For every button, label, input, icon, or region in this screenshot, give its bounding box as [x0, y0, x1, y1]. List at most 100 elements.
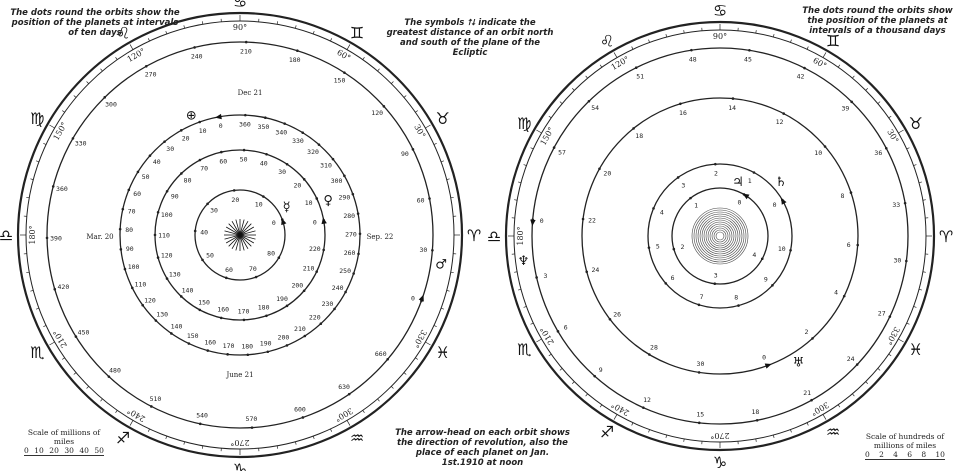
right-outer-circle	[504, 20, 936, 452]
sun-ray	[228, 234, 241, 247]
right-orbit-dot	[823, 145, 827, 148]
left-orbit-dot	[244, 40, 248, 44]
right-degree-tick	[888, 353, 892, 357]
right-degree-tick	[613, 414, 618, 420]
right-orbit-dot	[810, 398, 813, 402]
right-degree-tick	[898, 129, 904, 134]
left-orbit-dot	[103, 96, 107, 99]
left-orbit-dot	[301, 131, 305, 134]
scale-tick-label: 50	[94, 446, 104, 455]
right-degree-tick	[631, 422, 634, 426]
inner-orbits-cluster	[691, 207, 749, 265]
season-label-dec: Dec 21	[238, 89, 263, 97]
right-degree-tick	[648, 429, 650, 433]
left-orbit-dot	[303, 334, 307, 338]
right-degree-tick	[536, 338, 542, 343]
scale-tick-label: 4	[893, 450, 898, 459]
note-ecliptic-symbols: The symbols ⭡⭣ indicate the greatest dis…	[386, 18, 554, 58]
right-degree-tick	[790, 39, 792, 43]
left-degree-tick	[165, 30, 168, 35]
left-degree-tick	[446, 290, 450, 292]
right-orbit-day-label: 36	[874, 149, 882, 157]
left-orbit-dot	[179, 129, 183, 132]
left-orbit-day-label: 50	[142, 173, 150, 181]
right-zodiac-sign-icon: ♌	[600, 31, 614, 50]
inner-orbits-cluster	[701, 217, 739, 255]
left-orbit-dot	[319, 322, 323, 326]
right-orbit-day-label: 5	[656, 243, 660, 251]
left-orbit-day-label: 600	[294, 405, 306, 413]
left-orbit-day-label: 140	[182, 286, 194, 294]
left-degree-tick	[312, 30, 315, 35]
right-orbit-day-label: 0	[773, 201, 777, 209]
left-orbit-day-label: 570	[246, 415, 258, 423]
left-orbit-dot	[347, 392, 351, 396]
left-orbit-dot	[74, 335, 78, 338]
right-planet-symbol-jupiter-icon: ♃	[732, 175, 744, 190]
left-degree-tick	[115, 410, 118, 413]
left-degree-tick	[100, 68, 103, 72]
left-orbit-day-label: 210	[240, 48, 252, 56]
left-orbit-day-label: 0	[313, 218, 317, 226]
left-degree-tick	[433, 325, 437, 328]
left-orbit-dot	[382, 105, 386, 108]
left-zodiac-sign-icon: ♒	[350, 429, 364, 448]
left-orbit-day-label: 170	[238, 307, 250, 315]
right-degree-label: 150°	[539, 126, 556, 147]
left-degree-tick	[295, 25, 297, 29]
inner-orbits-cluster	[693, 209, 747, 263]
left-orbit-dot	[220, 150, 223, 154]
left-orbit-dot	[264, 116, 267, 120]
left-arrow-head-mercury	[281, 218, 287, 226]
inner-orbits-cluster	[713, 229, 727, 243]
right-orbit-dot	[714, 162, 717, 166]
right-orbit-dot	[789, 248, 792, 252]
left-orbit-dot	[265, 314, 268, 318]
left-orbit-dot	[107, 375, 111, 378]
left-degree-tick	[147, 428, 150, 432]
sun-ray	[231, 220, 241, 236]
right-zodiac-sign-icon: ♏	[517, 340, 531, 359]
left-orbit-dot	[141, 303, 144, 307]
right-orbit-day-label: 0	[738, 199, 742, 207]
left-orbit-dot	[331, 157, 335, 161]
left-orbit-day-label: 0	[411, 294, 415, 302]
left-orbit-day-label: 210	[303, 264, 315, 272]
left-orbit-dot	[165, 277, 169, 280]
left-orbit-dot	[285, 162, 289, 166]
left-degree-tick	[346, 420, 351, 426]
right-orbit-dot	[632, 127, 635, 130]
left-degree-tick	[276, 21, 279, 25]
right-degree-tick	[571, 87, 575, 91]
left-orbit-dot	[315, 270, 318, 273]
left-orbit-day-label: 540	[196, 412, 208, 420]
left-orbit-day-label: 40	[153, 158, 161, 166]
left-orbit-dot	[121, 207, 125, 211]
left-orbit-day-label: 660	[375, 350, 387, 358]
right-zodiac-sign-icon: ♉	[909, 114, 923, 133]
left-orbit-dot	[242, 318, 246, 322]
right-orbit-day-label: 8	[840, 192, 844, 200]
right-orbit-day-label: 1	[694, 202, 698, 210]
right-degree-tick	[865, 381, 869, 385]
right-orbit-dot	[803, 66, 806, 70]
right-orbit-day-label: 9	[599, 366, 603, 374]
left-orbit-day-label: 390	[50, 234, 62, 242]
left-degree-label: 240°	[126, 406, 147, 423]
season-label-sep: Sep. 22	[367, 233, 394, 241]
right-orbit-day-label: 33	[892, 201, 900, 209]
left-orbit-mars	[46, 41, 434, 429]
left-zodiac-sign-icon: ♊	[350, 23, 364, 42]
left-degree-tick	[450, 271, 454, 274]
left-orbit-day-label: 280	[343, 212, 355, 220]
left-orbit-day-label: 120	[161, 252, 173, 260]
sun-ray	[239, 220, 249, 236]
inner-orbits-cluster	[711, 227, 729, 245]
right-orbit-dot	[587, 99, 591, 103]
left-degree-tick	[415, 357, 418, 360]
left-degree-tick	[183, 25, 185, 29]
left-orbit-day-label: 150	[187, 332, 199, 340]
left-orbit-dot	[411, 148, 415, 151]
left-degree-tick	[49, 341, 55, 346]
inner-orbits-cluster	[707, 223, 733, 249]
